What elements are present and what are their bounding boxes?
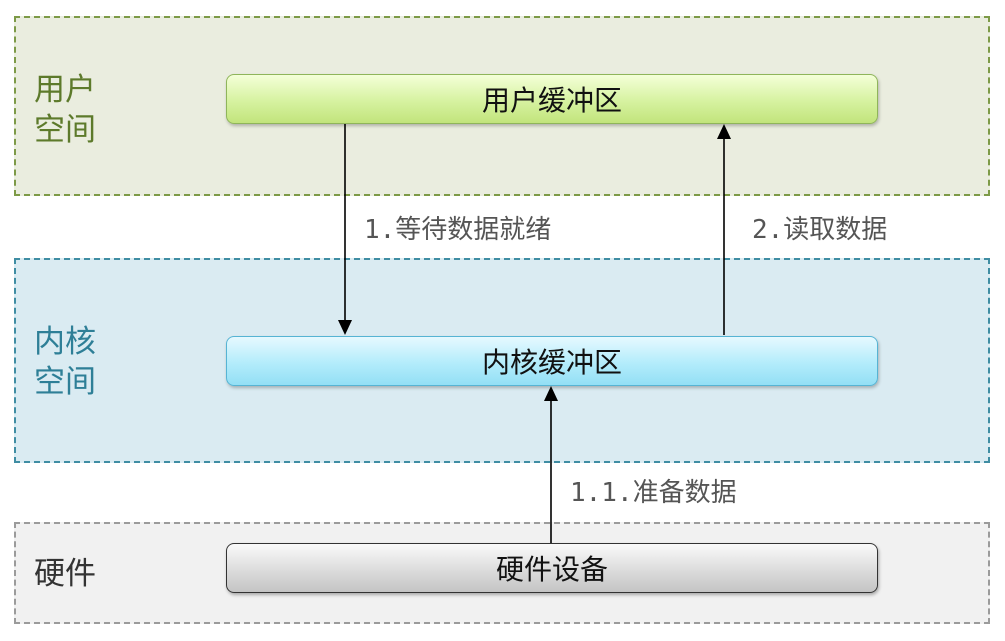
kernel-buffer-box: 内核缓冲区 — [226, 336, 878, 386]
step-wait-data-label: 1.等待数据就绪 — [364, 215, 552, 245]
hardware-label: 硬件 — [34, 556, 96, 592]
user-space-label: 用户 空间 — [34, 72, 96, 148]
kernel-space-label: 内核 空间 — [34, 324, 96, 400]
step-prepare-data-label: 1.1.准备数据 — [570, 478, 737, 508]
user-buffer-box: 用户缓冲区 — [226, 74, 878, 124]
hardware-device-box: 硬件设备 — [226, 543, 878, 593]
arrow-prepare-data — [544, 386, 558, 543]
hardware-device-label: 硬件设备 — [495, 553, 608, 586]
step-read-data-label: 2.读取数据 — [752, 215, 888, 245]
user-buffer-label: 用户缓冲区 — [481, 84, 622, 117]
kernel-buffer-label: 内核缓冲区 — [481, 346, 622, 379]
arrow-read-data — [717, 124, 731, 335]
arrow-wait-data — [338, 124, 352, 335]
